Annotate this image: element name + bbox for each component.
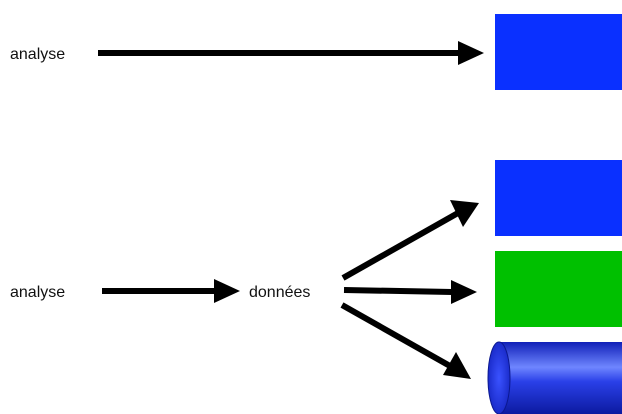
bottom-target-green-box bbox=[495, 251, 622, 327]
top-arrow bbox=[98, 41, 484, 65]
bottom-source-label: analyse bbox=[10, 284, 65, 301]
bottom-target-blue-cylinder bbox=[487, 341, 622, 414]
top-target-blue-box bbox=[495, 14, 622, 90]
arrow-to-green-box bbox=[343, 280, 477, 304]
arrow-to-blue-box bbox=[341, 200, 479, 281]
bottom-arrow-to-donnees bbox=[102, 279, 240, 303]
arrow-to-cylinder bbox=[340, 302, 471, 379]
bottom-target-blue-box bbox=[495, 160, 622, 236]
top-source-label: analyse bbox=[10, 46, 65, 63]
donnees-label: données bbox=[249, 284, 310, 301]
